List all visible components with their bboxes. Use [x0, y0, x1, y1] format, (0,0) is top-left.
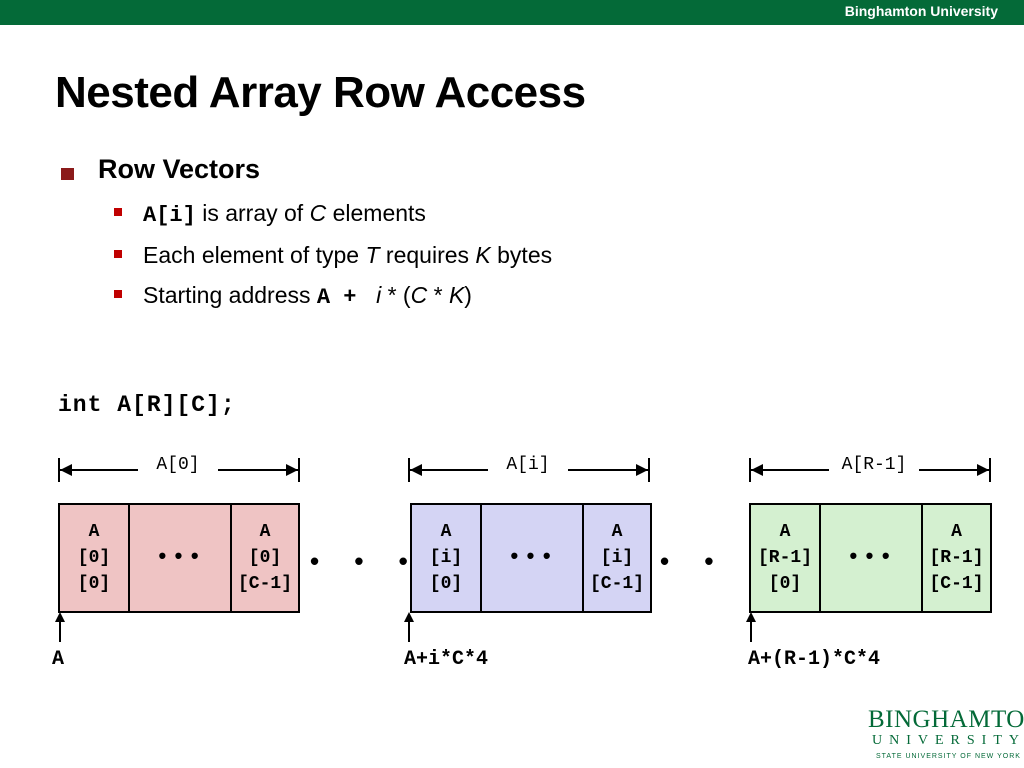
var-c: C	[309, 200, 327, 226]
middle-elements: •••	[128, 505, 232, 611]
sub-bullet-square-icon	[114, 208, 122, 216]
text: * (	[381, 282, 411, 308]
address-pointer	[59, 616, 61, 642]
ellipsis: •••	[507, 545, 557, 570]
cell-text: [C-1]	[589, 574, 644, 594]
last-element: A [0] [C-1]	[232, 505, 298, 611]
row-box: A [0] [0] ••• A [0] [C-1]	[58, 503, 300, 613]
logo-line-1: BINGHAMTON	[868, 706, 1024, 733]
first-element: A [R-1] [0]	[751, 505, 819, 611]
span-tick	[408, 458, 410, 482]
array-declaration: int A[R][C];	[58, 392, 236, 418]
var-k: K	[448, 282, 465, 308]
text: bytes	[490, 242, 553, 268]
ellipsis: •••	[155, 545, 205, 570]
cell-text: A	[259, 522, 271, 542]
arrow-right-icon	[636, 464, 648, 476]
bullet-square-icon	[61, 168, 74, 180]
address-label: A	[52, 648, 65, 671]
address-pointer	[750, 616, 752, 642]
code-a-plus: A +	[316, 285, 370, 310]
sub-bullet-square-icon	[114, 250, 122, 258]
bullet-row-vectors: Row Vectors	[98, 154, 261, 184]
sub-bullet-3: Starting address A + i * (C * K)	[143, 282, 472, 310]
cell-text: A	[88, 522, 100, 542]
logo-line-3: STATE UNIVERSITY OF NEW YORK	[876, 753, 1021, 760]
cell-text: A	[779, 522, 791, 542]
cell-text: [0]	[429, 574, 463, 594]
first-element: A [i] [0]	[412, 505, 480, 611]
span-tick	[648, 458, 650, 482]
between-rows-ellipsis: • • •	[660, 546, 772, 576]
sub-bullet-1: A[i] is array of C elements	[143, 200, 426, 228]
last-element: A [i] [C-1]	[584, 505, 650, 611]
sub-bullet-2: Each element of type T requires K bytes	[143, 242, 552, 269]
text: is array of	[195, 200, 310, 226]
between-rows-ellipsis: • • •	[310, 546, 422, 576]
slide-title: Nested Array Row Access	[55, 68, 586, 117]
arrow-right-icon	[977, 464, 989, 476]
text: elements	[326, 200, 426, 226]
cell-text: [0]	[77, 574, 111, 594]
text: requires	[379, 242, 476, 268]
row-box: A [i] [0] ••• A [i] [C-1]	[410, 503, 652, 613]
cell-text: [0]	[768, 574, 802, 594]
ellipsis: •••	[846, 545, 896, 570]
cell-text: [0]	[77, 548, 111, 568]
span-tick	[749, 458, 751, 482]
row-span-label: A[0]	[138, 455, 218, 475]
middle-elements: •••	[480, 505, 584, 611]
var-i: i	[376, 282, 382, 308]
var-k: K	[475, 242, 491, 268]
cell-text: [C-1]	[929, 574, 984, 594]
address-pointer	[408, 616, 410, 642]
cell-text: [R-1]	[757, 548, 812, 568]
last-element: A [R-1] [C-1]	[923, 505, 990, 611]
code-a-i: A[i]	[143, 203, 196, 228]
var-c: C	[410, 282, 428, 308]
binghamton-logo: BINGHAMTON UNIVERSITY STATE UNIVERSITY O…	[866, 706, 1024, 768]
cell-text: A	[951, 522, 962, 542]
cell-text: [0]	[248, 548, 282, 568]
cell-text: [R-1]	[929, 548, 984, 568]
sub-bullet-square-icon	[114, 290, 122, 298]
text: *	[427, 282, 449, 308]
row-box: A [R-1] [0] ••• A [R-1] [C-1]	[749, 503, 992, 613]
university-name: Binghamton University	[844, 3, 998, 19]
text: Starting address	[143, 282, 317, 308]
cell-text: [C-1]	[237, 574, 292, 594]
address-label: A+i*C*4	[404, 648, 489, 671]
span-tick	[989, 458, 991, 482]
cell-text: [i]	[600, 548, 634, 568]
var-t: T	[365, 242, 380, 268]
cell-text: A	[611, 522, 623, 542]
address-label: A+(R-1)*C*4	[748, 648, 881, 671]
top-bar: Binghamton University	[0, 0, 1024, 25]
text: )	[464, 282, 472, 308]
first-element: A [0] [0]	[60, 505, 128, 611]
row-span-label: A[i]	[488, 455, 568, 475]
cell-text: [i]	[429, 548, 463, 568]
span-tick	[58, 458, 60, 482]
cell-text: A	[440, 522, 452, 542]
row-span-label: A[R-1]	[829, 455, 919, 475]
logo-line-2: UNIVERSITY	[872, 733, 1024, 748]
arrow-right-icon	[286, 464, 298, 476]
text: Each element of type	[143, 242, 366, 268]
span-tick	[298, 458, 300, 482]
middle-elements: •••	[819, 505, 923, 611]
